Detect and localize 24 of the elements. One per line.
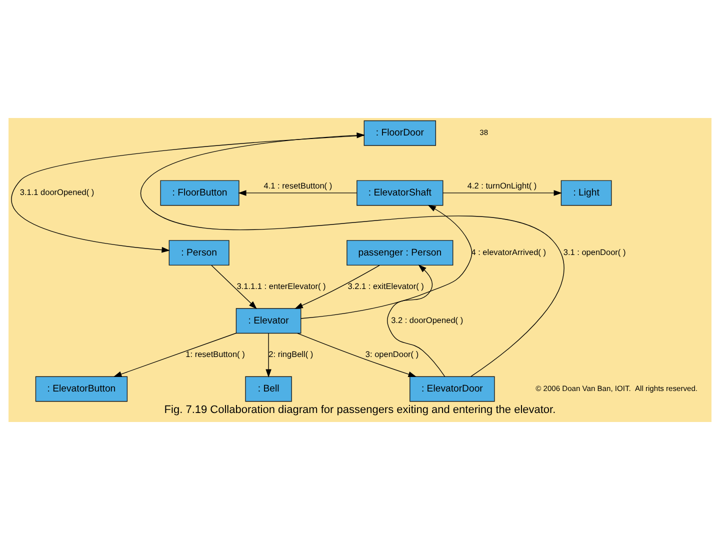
arrow (386, 264, 446, 377)
node-box: : Elevator (236, 308, 302, 334)
node-box: : ElevatorShaft (356, 180, 444, 206)
node-box: : ElevatorDoor (410, 376, 495, 402)
label: © 2006 Doan Van Ban, IOIT. All rights reserved. (536, 384, 698, 393)
node-box: : ElevatorButton (35, 376, 128, 402)
arrow (211, 265, 257, 310)
node-box: : FloorDoor (364, 120, 436, 146)
arrow (297, 332, 417, 378)
label: 38 (480, 128, 488, 138)
node-box: : FloorButton (160, 180, 240, 206)
arrow (113, 332, 237, 377)
arrow (140, 132, 564, 377)
node-box: : Light (560, 180, 612, 206)
arrow (300, 204, 472, 319)
node-box: passenger : Person (346, 240, 454, 266)
arrow (442, 190, 562, 196)
node-box: : Person (168, 240, 230, 266)
arrow (11, 135, 364, 253)
arrow (238, 190, 358, 196)
node-box: : Bell (245, 376, 292, 402)
caption: Fig. 7.19 Collaboration diagram for passengers exiting and entering the elevator. (164, 404, 556, 416)
arrow (266, 333, 272, 378)
arrow (294, 265, 380, 309)
